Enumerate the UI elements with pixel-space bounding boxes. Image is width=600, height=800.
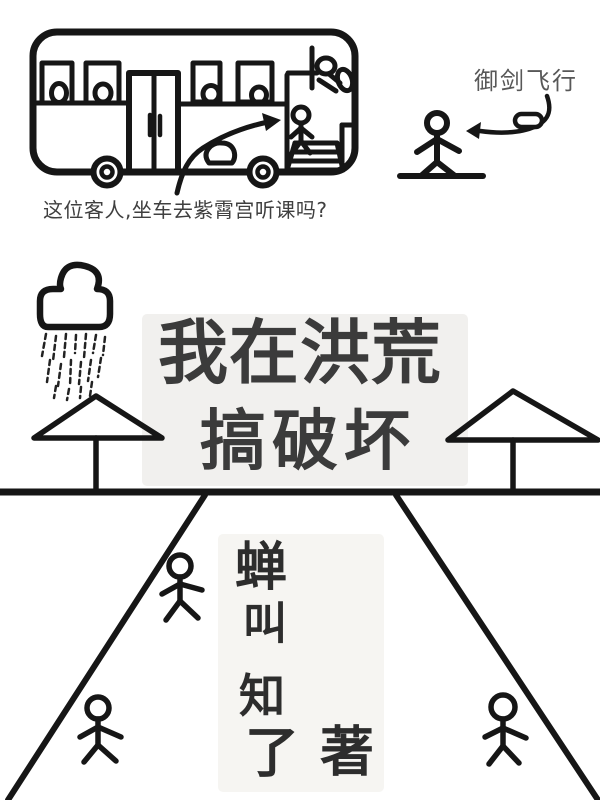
title-line-2: 搞破坏 [200,403,416,480]
bus-wheel-rear [90,155,124,189]
author-char-2: 叫 [243,599,287,650]
cloud-icon [36,261,114,331]
road [0,488,600,800]
road-edge-left [5,492,208,800]
walker-bottom-left-head [84,694,112,722]
bus-caption: 这位客人,坐车去紫霄宫听课吗? [43,198,327,222]
author-paper-patch [218,534,384,792]
bus-wheel-front [246,155,280,189]
walker-upper [159,552,205,623]
umbrella-right [445,388,600,495]
walker-upper-head [166,552,194,580]
passenger-head-2 [92,81,114,105]
sword-label-arrowhead [466,122,481,139]
umbrella-left [31,393,165,495]
doodle-blob [203,140,238,166]
conductor-head [314,55,338,77]
sword-flight-label: 御剑飞行 [474,67,578,95]
bus-body [29,28,359,176]
rain-cloud [36,261,114,402]
walker-bottom-left [77,694,124,765]
megaphone-icon [334,66,356,94]
author-char-1: 蝉 [235,538,287,598]
conductor [285,45,356,94]
sword-flight-scene: 御剑飞行 [397,67,578,179]
walker-bottom-right-head [488,692,518,722]
umbrella-right-canopy [445,388,600,443]
rain-strokes [40,332,107,402]
passenger-head-1 [49,81,69,105]
book-title: 我在洪荒 搞破坏 [158,312,442,480]
author-char-3: 知 [239,669,285,723]
road-edge-right [393,492,600,800]
bus-illustration: 这位客人,坐车去紫霄宫听课吗? [29,28,359,222]
title-line-1: 我在洪荒 [158,312,442,394]
flying-sword-icon [512,111,545,130]
author-char-4: 了 [245,722,299,785]
author-name: 蝉 叫 知 了 著 [235,538,374,785]
author-suffix: 著 [320,721,374,784]
caption-arrow [174,119,271,196]
bus-window-3 [190,60,223,105]
passenger-head-3 [200,83,222,105]
passenger-head-4 [249,84,269,106]
bus-stairs [284,140,346,173]
walker-bottom-right [482,692,529,767]
title-paper-patch [142,314,468,486]
swordsman-figure [397,110,486,179]
caption-arrowhead [262,113,281,131]
